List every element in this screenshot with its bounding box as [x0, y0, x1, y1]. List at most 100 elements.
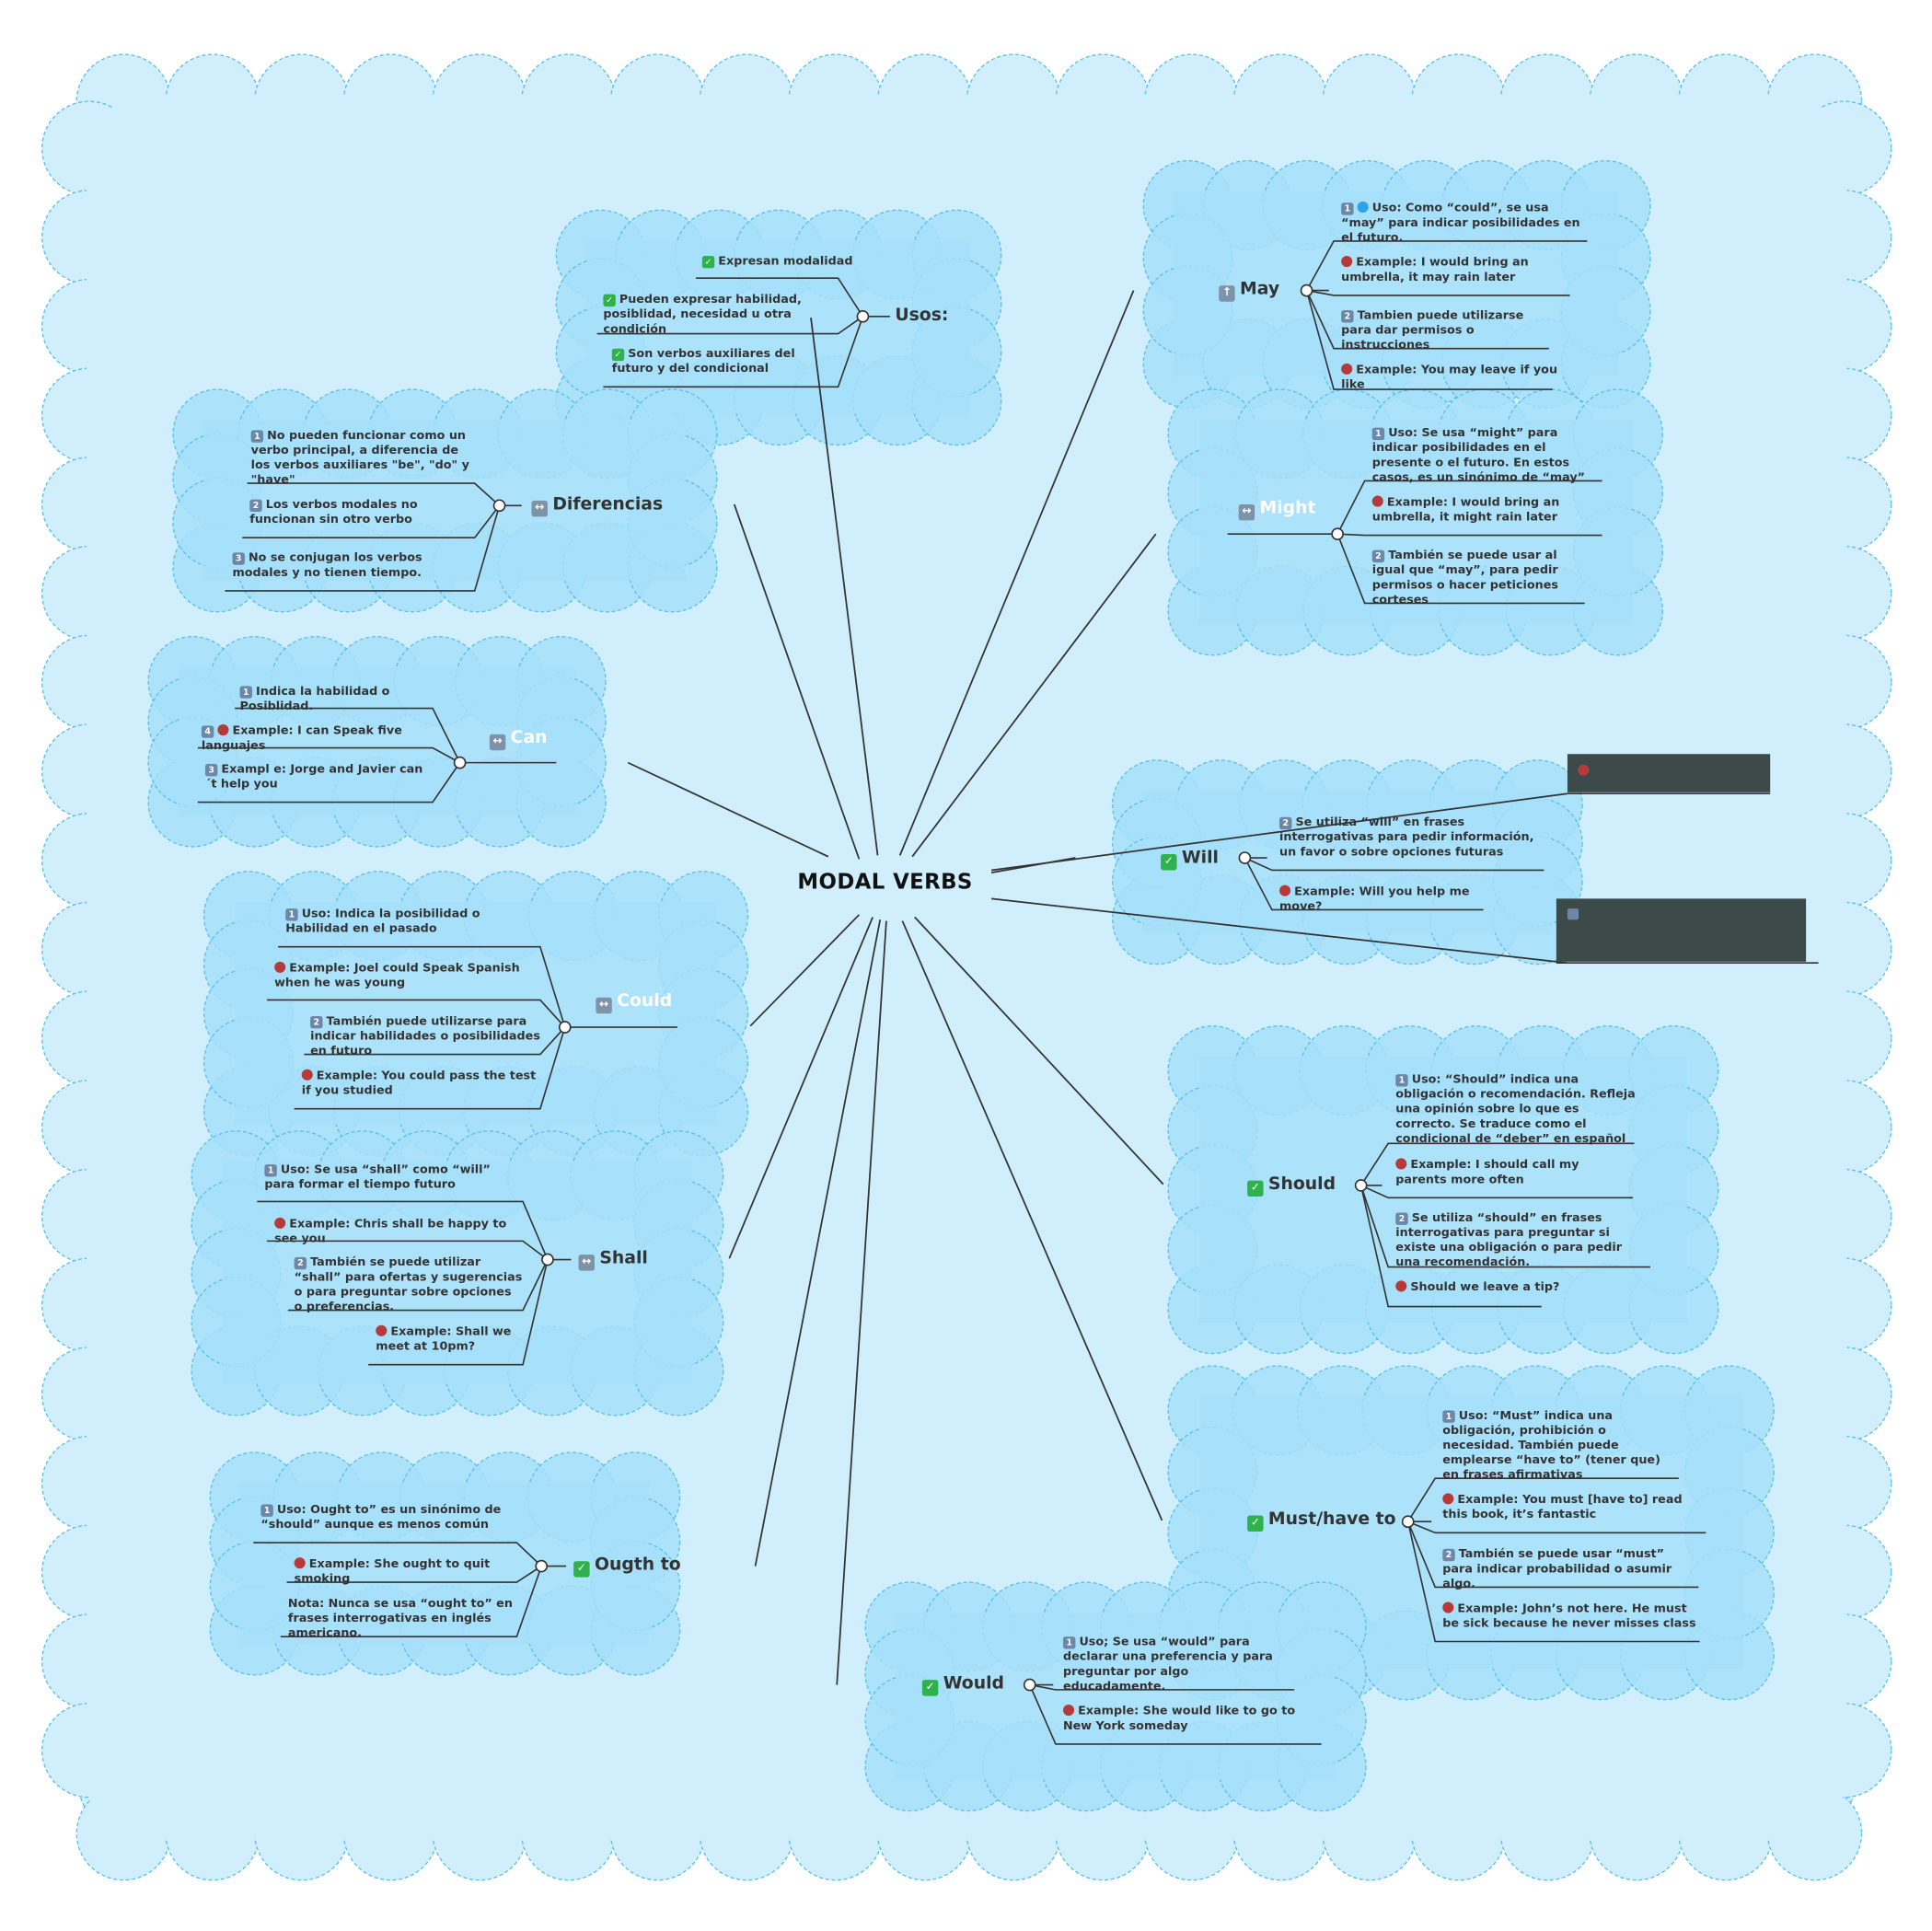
- up-arrow-icon: [1219, 285, 1235, 302]
- branch-may: [1300, 240, 1588, 390]
- connector-could: [749, 914, 861, 1027]
- topic-might[interactable]: Might: [1238, 498, 1316, 521]
- connector-bottom: [836, 920, 887, 1685]
- topic-could[interactable]: Could: [596, 991, 672, 1014]
- number-2-icon: 2: [1371, 549, 1385, 563]
- number-2-icon: 2: [249, 499, 262, 513]
- branch-might: [1227, 480, 1602, 605]
- connector-will: [990, 857, 1076, 874]
- would-item-2[interactable]: Example: She would like to go to New Yor…: [1062, 1704, 1296, 1733]
- number-2-icon: 2: [1395, 1212, 1408, 1225]
- bidirectional-arrow-icon: [1238, 503, 1255, 521]
- will-dark-box-bottom-num-icon: [1567, 908, 1579, 920]
- number-2-icon: 2: [294, 1256, 307, 1270]
- topic-diferencias[interactable]: Diferencias: [531, 494, 663, 517]
- usos-item-2[interactable]: Pueden expresar habilidad, posiblidad, n…: [603, 293, 838, 337]
- might-item-2[interactable]: Example: I would bring an umbrella, it m…: [1371, 495, 1560, 525]
- branch-node-ought: [535, 1559, 549, 1573]
- check-icon: [611, 348, 625, 362]
- number-1-icon: 1: [264, 1164, 277, 1177]
- topic-should[interactable]: Should: [1247, 1174, 1336, 1197]
- could-item-4[interactable]: Example: You could pass the test if you …: [301, 1069, 537, 1098]
- check-icon: [921, 1680, 939, 1696]
- cloud-would: [864, 1581, 1367, 1812]
- may-item-2[interactable]: Example: I would bring an umbrella, it m…: [1341, 256, 1529, 284]
- branch-node-usos: [856, 309, 870, 323]
- topic-shall[interactable]: Shall: [578, 1248, 648, 1271]
- branch-would: [1023, 1678, 1322, 1745]
- topic-can[interactable]: Can: [489, 728, 548, 751]
- may-item-4[interactable]: Example: You may leave if you like: [1341, 363, 1558, 392]
- number-1-icon: 1: [1442, 1410, 1455, 1423]
- branch-can: [197, 707, 557, 804]
- topic-will[interactable]: Will: [1161, 848, 1219, 871]
- topic-shall-label: Shall: [599, 1248, 648, 1268]
- number-1-icon: 1: [1062, 1636, 1076, 1649]
- number-3-icon: 3: [204, 763, 218, 777]
- example-dot-icon: [274, 1217, 286, 1229]
- number-2-icon: 2: [1442, 1548, 1455, 1562]
- will-dark-boxes: [1556, 754, 1819, 965]
- should-item-4[interactable]: Should we leave a tip?: [1395, 1280, 1580, 1295]
- topic-may[interactable]: May: [1219, 280, 1279, 302]
- topic-ought-label: Ougth to: [594, 1555, 681, 1575]
- bidirectional-arrow-icon: [489, 734, 506, 751]
- must-item-4[interactable]: Example: John’s not here. He must be sic…: [1442, 1601, 1696, 1631]
- usos-item-3[interactable]: Son verbos auxiliares del futuro y del c…: [611, 347, 835, 376]
- topic-ought[interactable]: Ougth to: [573, 1555, 681, 1578]
- example-dot-icon: [376, 1324, 388, 1336]
- should-item-2[interactable]: Example: I should call my parents more o…: [1395, 1158, 1579, 1187]
- branch-shall: [257, 1200, 572, 1366]
- shall-item-4[interactable]: Example: Shall we meet at 10pm?: [376, 1324, 512, 1354]
- topic-usos[interactable]: Usos:: [895, 306, 948, 325]
- cloud-diferencias: [172, 388, 718, 613]
- connector-will-top: [990, 792, 1568, 872]
- example-dot-icon: [1442, 1493, 1454, 1505]
- connector-diferencias: [733, 503, 861, 860]
- topic-would[interactable]: Would: [921, 1673, 1004, 1696]
- number-1-icon: 1: [1395, 1074, 1408, 1087]
- could-item-2[interactable]: Example: Joel could Speak Spanish when h…: [274, 961, 520, 990]
- ought-item-2[interactable]: Example: She ought to quit smoking: [294, 1557, 491, 1587]
- usos-item-1[interactable]: Expresan modalidad: [701, 255, 863, 270]
- ought-item-3[interactable]: Nota: Nunca se usa “ought to” en frases …: [287, 1597, 513, 1641]
- must-item-2[interactable]: Example: You must [have to] read this bo…: [1442, 1493, 1683, 1522]
- branch-will: [1238, 851, 1544, 911]
- branch-node-could: [558, 1021, 572, 1034]
- topic-can-label: Can: [510, 728, 548, 748]
- topic-might-label: Might: [1259, 498, 1316, 518]
- shall-item-2[interactable]: Example: Chris shall be happy to see you: [274, 1217, 507, 1246]
- info-dot-icon: [1357, 201, 1369, 213]
- connector-should: [914, 916, 1164, 1185]
- topic-should-label: Should: [1267, 1174, 1336, 1195]
- connector-may: [898, 290, 1135, 856]
- number-3-icon: 3: [232, 552, 245, 565]
- topic-must[interactable]: Must/have to: [1247, 1509, 1396, 1532]
- will-item-2[interactable]: Example: Will you help me move?: [1279, 885, 1470, 914]
- topic-usos-label: Usos:: [895, 305, 949, 326]
- central-topic[interactable]: MODAL VERBS: [797, 870, 973, 896]
